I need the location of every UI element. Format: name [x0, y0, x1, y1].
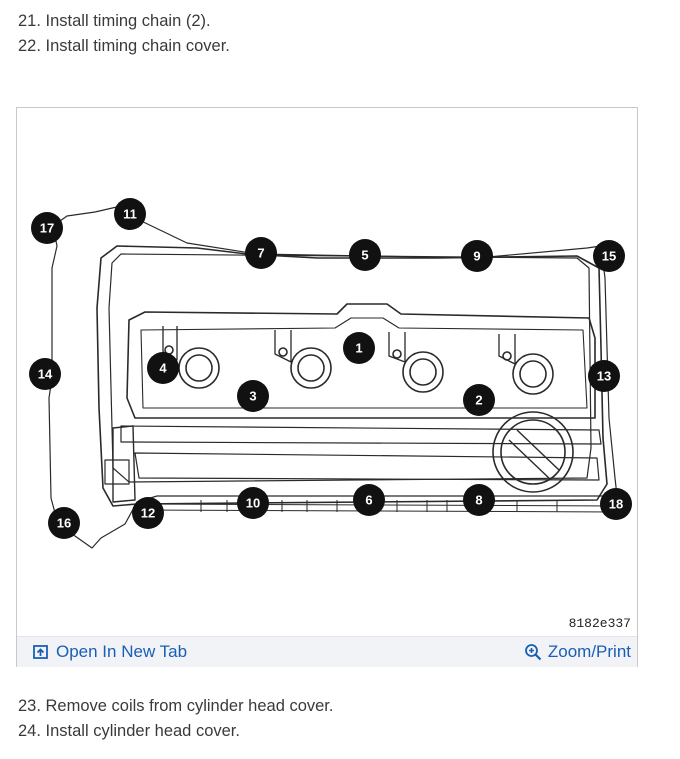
svg-text:8: 8	[475, 493, 482, 508]
figure-toolbar: Open In New Tab Zoom/Print	[17, 636, 637, 667]
callout-16: 16	[48, 507, 80, 539]
zoom-print-link[interactable]: Zoom/Print	[524, 642, 631, 662]
svg-text:6: 6	[365, 493, 372, 508]
svg-text:5: 5	[361, 248, 368, 263]
callout-18: 18	[600, 488, 632, 520]
callout-14: 14	[29, 358, 61, 390]
step-22: 22. Install timing chain cover.	[18, 37, 230, 55]
callout-17: 17	[31, 212, 63, 244]
svg-text:12: 12	[141, 506, 155, 521]
callout-9: 9	[461, 240, 493, 272]
callout-2: 2	[463, 384, 495, 416]
svg-text:7: 7	[257, 246, 264, 261]
figure-panel: 1 2 3 4 5 6 7 8 9 10 11 12 13 14 15 16 1…	[16, 107, 638, 667]
svg-text:9: 9	[473, 249, 480, 264]
cylinder-head-cover-diagram: 1 2 3 4 5 6 7 8 9 10 11 12 13 14 15 16 1…	[29, 198, 632, 549]
open-tab-icon	[33, 645, 48, 659]
callout-15: 15	[593, 240, 625, 272]
svg-text:3: 3	[249, 389, 256, 404]
svg-text:18: 18	[609, 497, 623, 512]
svg-text:14: 14	[38, 367, 53, 382]
svg-text:4: 4	[159, 361, 167, 376]
svg-text:10: 10	[246, 496, 260, 511]
callout-13: 13	[588, 360, 620, 392]
svg-text:13: 13	[597, 369, 611, 384]
callout-12: 12	[132, 497, 164, 529]
callout-10: 10	[237, 487, 269, 519]
callout-3: 3	[237, 380, 269, 412]
svg-text:15: 15	[602, 249, 616, 264]
callout-11: 11	[114, 198, 146, 230]
figure-id: 8182e337	[568, 616, 631, 631]
step-21: 21. Install timing chain (2).	[18, 12, 211, 30]
callout-5: 5	[349, 239, 381, 271]
svg-text:16: 16	[57, 516, 71, 531]
callout-6: 6	[353, 484, 385, 516]
callout-1: 1	[343, 332, 375, 364]
zoom-print-label: Zoom/Print	[547, 642, 631, 661]
callout-4: 4	[147, 352, 179, 384]
svg-text:2: 2	[475, 393, 482, 408]
magnifier-plus-icon	[524, 644, 542, 661]
callout-8: 8	[463, 484, 495, 516]
open-in-new-tab-link[interactable]: Open In New Tab	[32, 642, 187, 662]
svg-text:1: 1	[355, 341, 362, 356]
svg-text:17: 17	[40, 221, 54, 236]
step-24: 24. Install cylinder head cover.	[18, 722, 240, 740]
callout-7: 7	[245, 237, 277, 269]
open-in-new-tab-label: Open In New Tab	[56, 642, 188, 661]
step-23: 23. Remove coils from cylinder head cove…	[18, 697, 334, 715]
svg-text:11: 11	[123, 207, 137, 222]
